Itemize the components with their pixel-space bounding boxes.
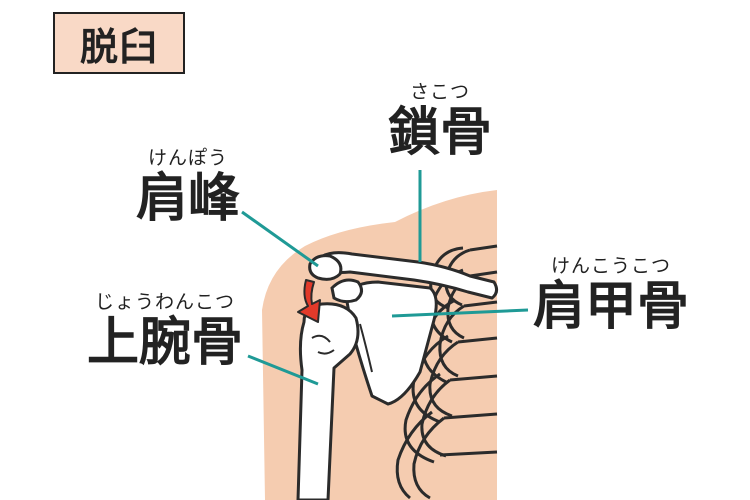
text-scapula: 肩甲骨 <box>532 277 689 337</box>
ruby-clavicle: さこつ <box>409 81 470 103</box>
text-clavicle: 鎖骨 <box>387 103 492 163</box>
text-acromion: 肩峰 <box>135 169 240 229</box>
label-scapula: けんこうこつ 肩甲骨 <box>526 254 696 336</box>
scapula-bone <box>344 280 438 406</box>
coracoid-bone <box>330 278 363 304</box>
ruby-acromion: けんぽう <box>147 147 228 169</box>
label-acromion: けんぽう 肩峰 <box>128 146 248 228</box>
ruby-humerus: じょうわんこつ <box>94 291 235 313</box>
acromion-bone <box>308 254 343 281</box>
label-clavicle: さこつ 鎖骨 <box>378 80 502 162</box>
text-humerus: 上腕骨 <box>86 313 243 373</box>
ruby-scapula: けんこうこつ <box>550 255 671 277</box>
leader-line-acromion <box>241 210 319 268</box>
label-humerus: じょうわんこつ 上腕骨 <box>70 290 260 372</box>
dislocation-arrow <box>297 279 321 323</box>
leader-line-humerus <box>247 354 319 386</box>
diagram-title: 脱臼 <box>79 24 158 69</box>
ribcage <box>395 244 498 500</box>
title-box: 脱臼 <box>53 12 185 74</box>
leader-lines <box>241 170 529 386</box>
clavicle-bone <box>318 251 499 300</box>
leader-line-scapula <box>391 308 529 318</box>
